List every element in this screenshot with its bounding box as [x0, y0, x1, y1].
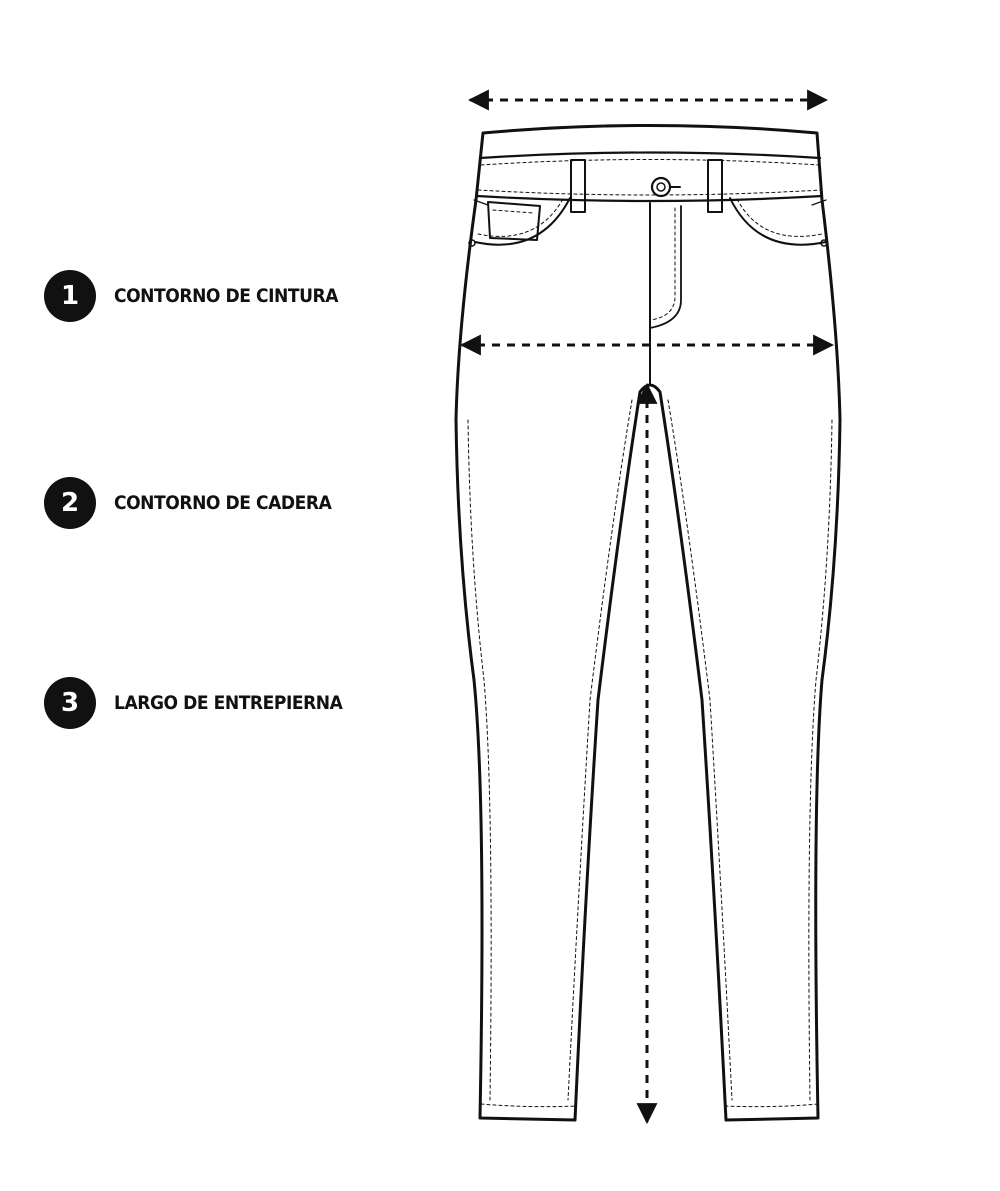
- number-badge: 2: [44, 477, 96, 529]
- legend-item-waist: 1 CONTORNO DE CINTURA: [44, 270, 363, 322]
- hem-left: [480, 1103, 577, 1108]
- button: [650, 176, 672, 198]
- belt-loop: [707, 159, 723, 213]
- belt-loop: [570, 159, 586, 213]
- waistband: [478, 151, 822, 160]
- legend-label-inseam: LARGO DE ENTREPIERNA: [114, 692, 343, 714]
- legend-item-inseam: 3 LARGO DE ENTREPIERNA: [44, 677, 368, 729]
- front-pocket-right: [729, 197, 827, 246]
- number-badge: 1: [44, 270, 96, 322]
- legend-item-hip: 2 CONTORNO DE CADERA: [44, 477, 356, 529]
- jeans-outline: [454, 124, 842, 1122]
- legend-label-waist: CONTORNO DE CINTURA: [114, 285, 339, 307]
- front-pocket-left: [474, 197, 571, 246]
- legend-label-hip: CONTORNO DE CADERA: [114, 492, 332, 514]
- number-badge: 3: [44, 677, 96, 729]
- coin-pocket: [487, 201, 541, 241]
- hem-right: [724, 1103, 819, 1108]
